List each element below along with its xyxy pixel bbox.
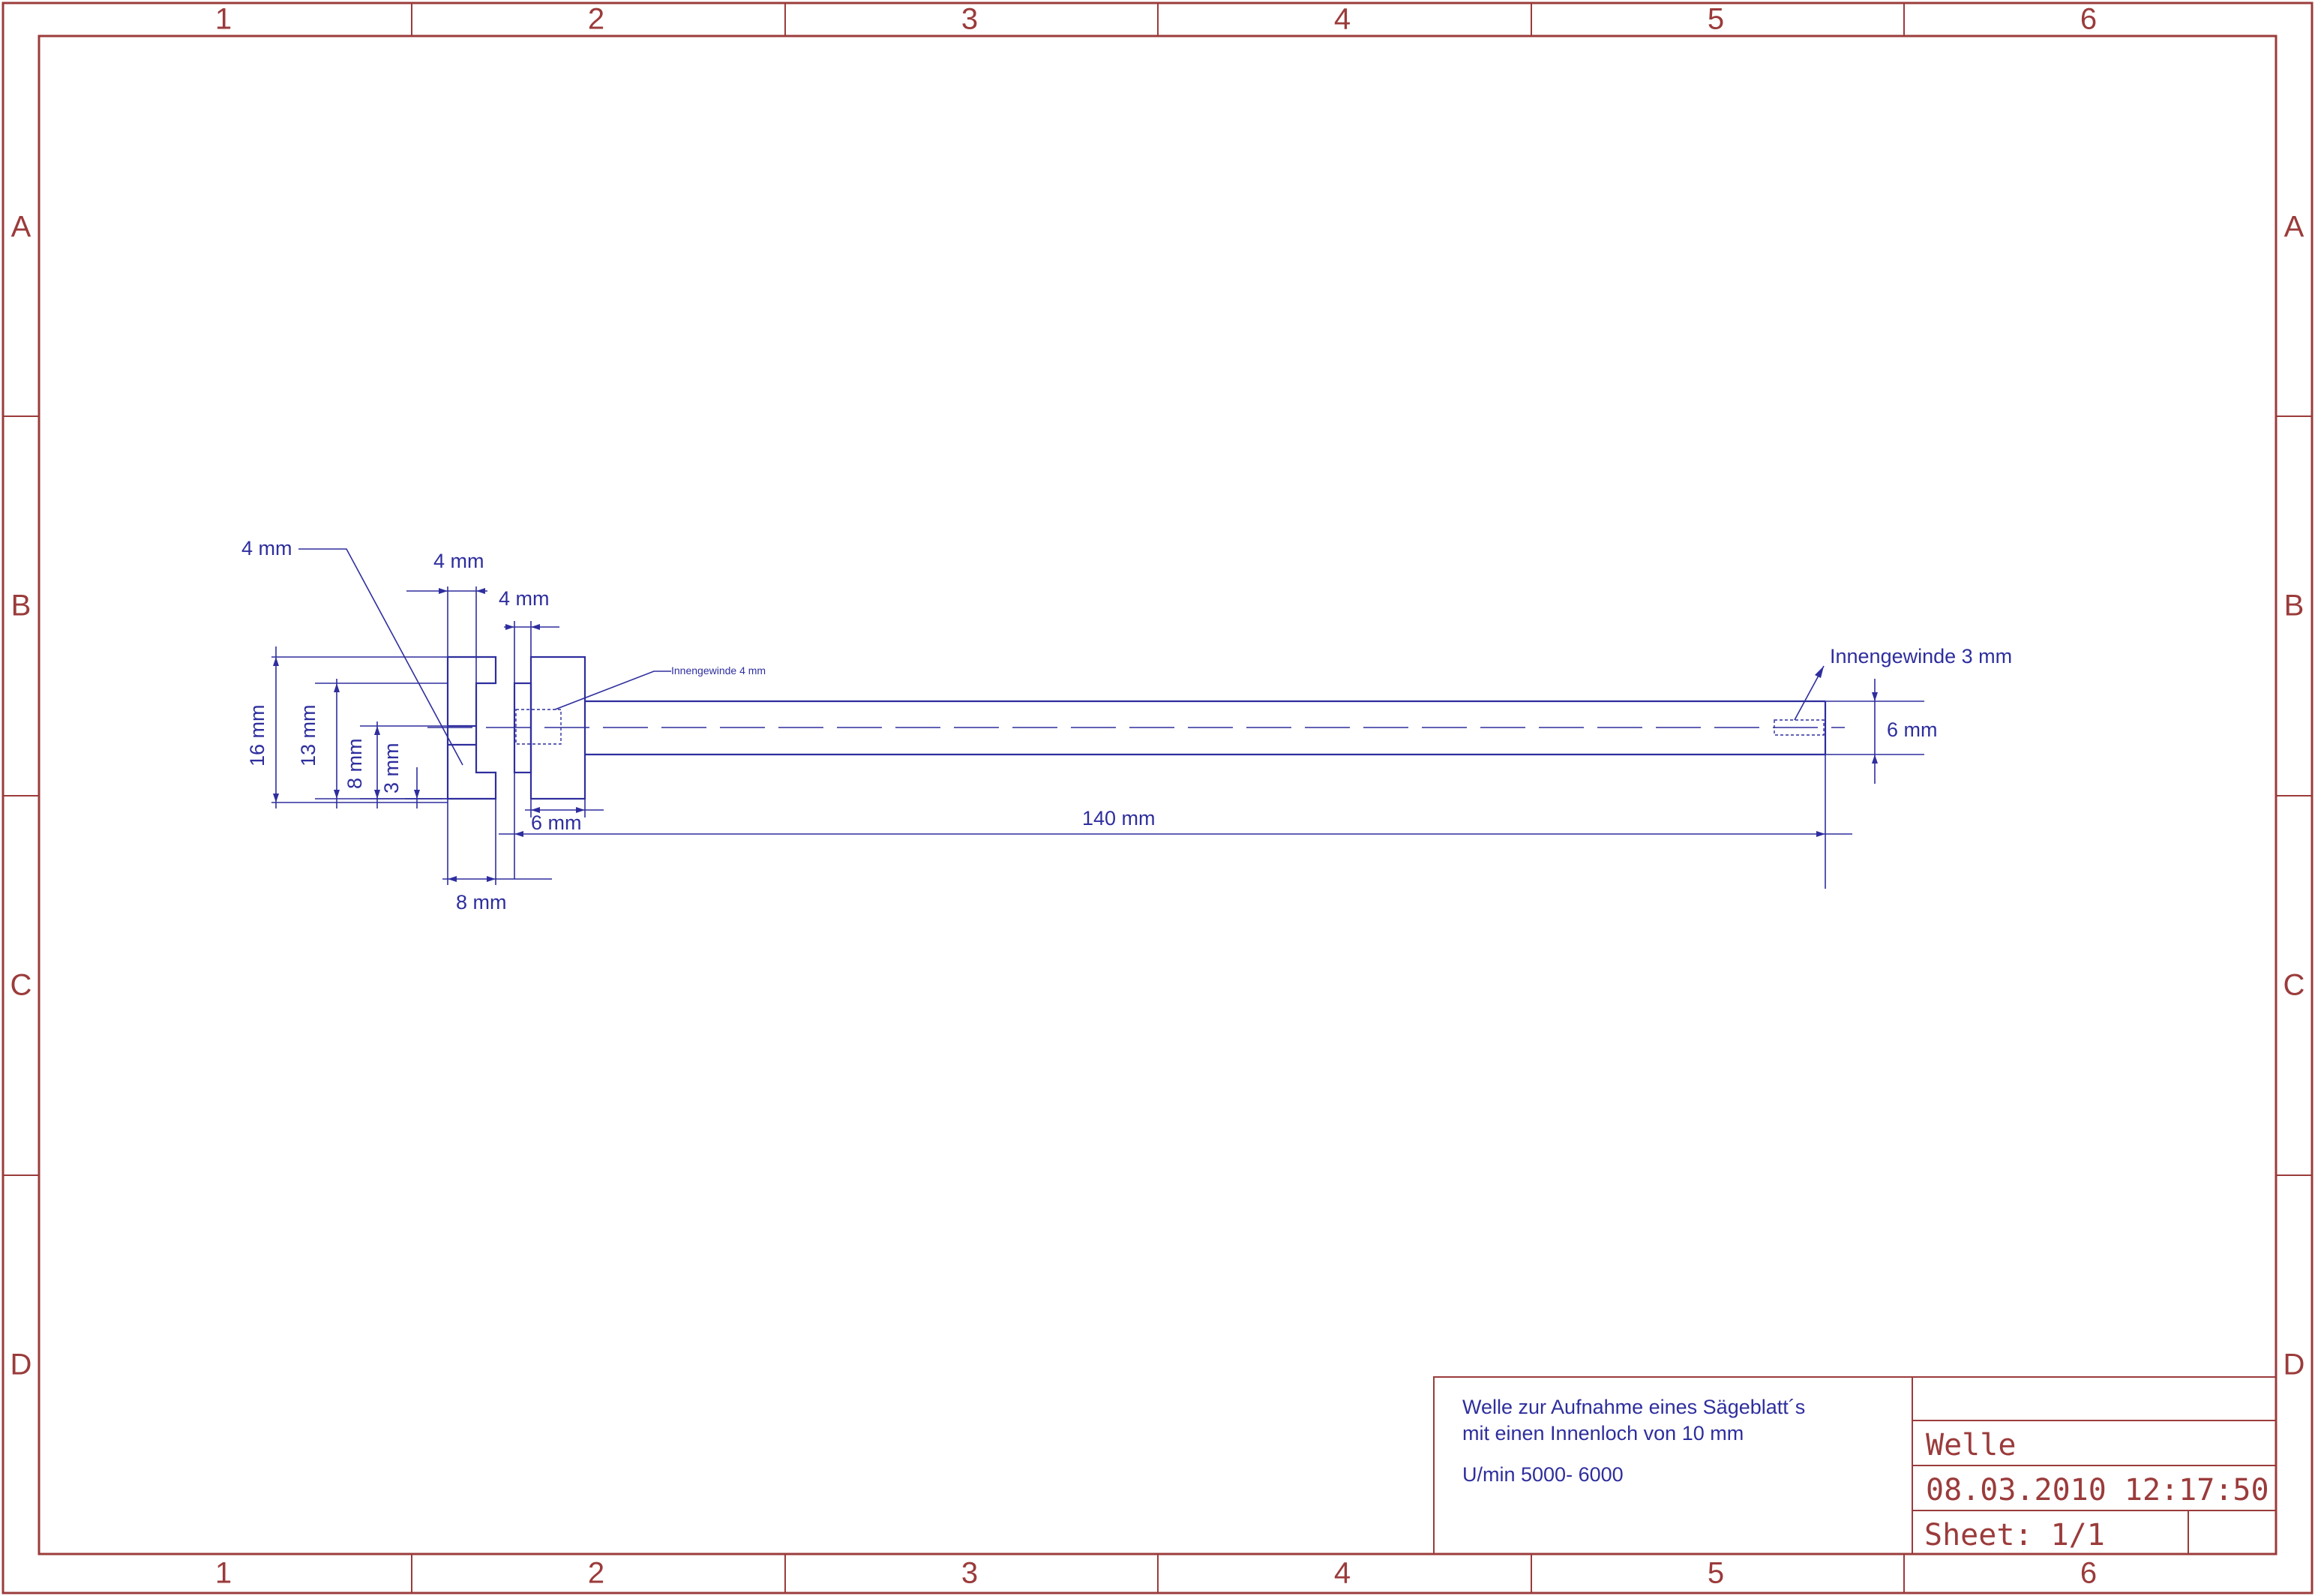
title-date-time: 08.03.2010 12:17:50 [1926, 1473, 2269, 1508]
zone-row-c-right: C [2284, 969, 2305, 1002]
title-description-line1: Welle zur Aufnahme eines Sägeblatt´s [1462, 1396, 1805, 1418]
zone-labels-top: 1 2 3 4 5 6 [215, 3, 2097, 36]
dim-label-6mm-bottom: 6 mm [531, 812, 582, 834]
dim-label-4mm-collar: 4 mm [499, 587, 550, 610]
zone-row-b-left: B [11, 590, 31, 622]
zone-row-a-right: A [2284, 211, 2305, 244]
dim-label-3mm: 3 mm [380, 743, 403, 794]
zone-col-4-bottom: 4 [1334, 1557, 1351, 1590]
title-block: Welle zur Aufnahme eines Sägeblatt´s mit… [1433, 1376, 2277, 1555]
zone-col-5-bottom: 5 [1708, 1557, 1724, 1590]
zone-col-3-bottom: 3 [961, 1557, 978, 1590]
title-sheet-number: Sheet: 1/1 [1924, 1518, 2105, 1552]
dim-label-6mm-diameter: 6 mm [1887, 718, 1938, 741]
dim-label-13mm: 13 mm [297, 704, 319, 766]
zone-col-1-top: 1 [215, 3, 232, 36]
zone-row-b-right: B [2284, 590, 2305, 622]
dim-label-16mm: 16 mm [246, 704, 268, 766]
dimension-arrows [273, 588, 1878, 882]
zone-labels-bottom: 1 2 3 4 5 6 [215, 1557, 2097, 1590]
zone-labels-right: A B C D [2284, 211, 2305, 1382]
dim-label-4mm-leader: 4 mm [241, 537, 292, 560]
note-thread-3mm: Innengewinde 3 mm [1830, 645, 2012, 668]
dim-label-140mm: 140 mm [1082, 807, 1156, 830]
note-thread-4mm: Innengewinde 4 mm [671, 664, 766, 676]
zone-row-d-left: D [10, 1348, 32, 1382]
title-part-name: Welle [1926, 1428, 2016, 1462]
zone-row-a-left: A [11, 211, 31, 244]
zone-labels-left: A B C D [10, 211, 32, 1382]
zone-col-2-top: 2 [588, 3, 604, 36]
zone-col-1-bottom: 1 [215, 1557, 232, 1590]
zone-row-c-left: C [10, 969, 32, 1002]
zone-row-d-right: D [2284, 1348, 2305, 1382]
hidden-thread-4mm [515, 709, 562, 745]
zone-col-2-bottom: 2 [588, 1557, 604, 1590]
dim-label-4mm-flange: 4 mm [433, 550, 484, 572]
zone-col-3-top: 3 [961, 3, 978, 36]
title-description-line3: U/min 5000- 6000 [1462, 1463, 1624, 1486]
title-description-line2: mit einen Innenloch von 10 mm [1462, 1422, 1744, 1444]
dim-label-8mm-bottom: 8 mm [456, 891, 507, 914]
zone-col-6-top: 6 [2080, 3, 2097, 36]
dim-label-8mm: 8 mm [343, 739, 366, 790]
zone-col-4-top: 4 [1334, 3, 1351, 36]
zone-col-6-bottom: 6 [2080, 1557, 2097, 1590]
zone-col-5-top: 5 [1708, 3, 1724, 36]
